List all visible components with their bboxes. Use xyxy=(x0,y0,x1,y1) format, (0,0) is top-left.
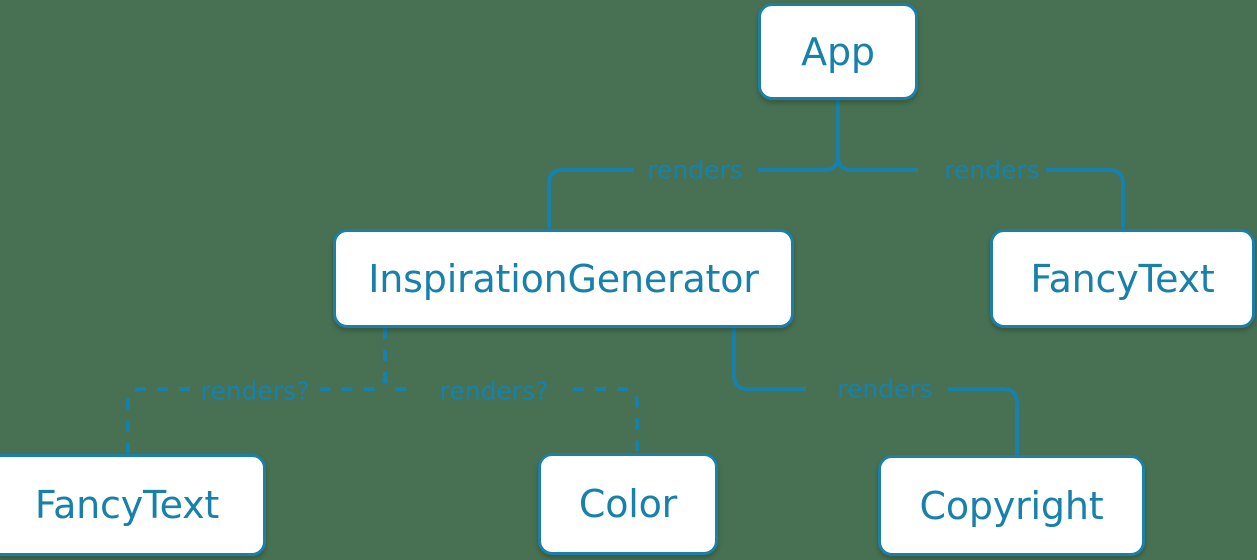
edge-label-inspgen-copyright: renders xyxy=(837,374,933,404)
node-app-label: App xyxy=(801,29,875,74)
node-copyright[interactable]: Copyright xyxy=(878,455,1145,556)
node-inspirationgenerator-label: InspirationGenerator xyxy=(368,256,759,301)
node-fancytext-bottom-label: FancyText xyxy=(34,483,220,527)
edge-label-inspgen-fancytext: renders? xyxy=(200,376,310,406)
node-color-label: Color xyxy=(578,482,678,526)
edge-app-fancytext xyxy=(836,100,1125,229)
edge-label-app-inspgen: renders xyxy=(647,155,743,185)
node-app[interactable]: App xyxy=(758,3,918,100)
node-fancytext-right[interactable]: FancyText xyxy=(990,229,1255,328)
node-fancytext-bottom[interactable]: FancyText xyxy=(0,454,266,556)
node-copyright-label: Copyright xyxy=(919,483,1104,528)
edge-label-app-fancytext: renders xyxy=(944,155,1040,185)
edge-inspgen-copyright xyxy=(732,328,1019,455)
node-inspirationgenerator[interactable]: InspirationGenerator xyxy=(333,229,794,328)
node-color[interactable]: Color xyxy=(538,453,718,555)
edge-label-inspgen-color: renders? xyxy=(439,376,549,406)
edge-inspgen-color xyxy=(383,328,639,453)
node-fancytext-right-label: FancyText xyxy=(1030,256,1215,301)
